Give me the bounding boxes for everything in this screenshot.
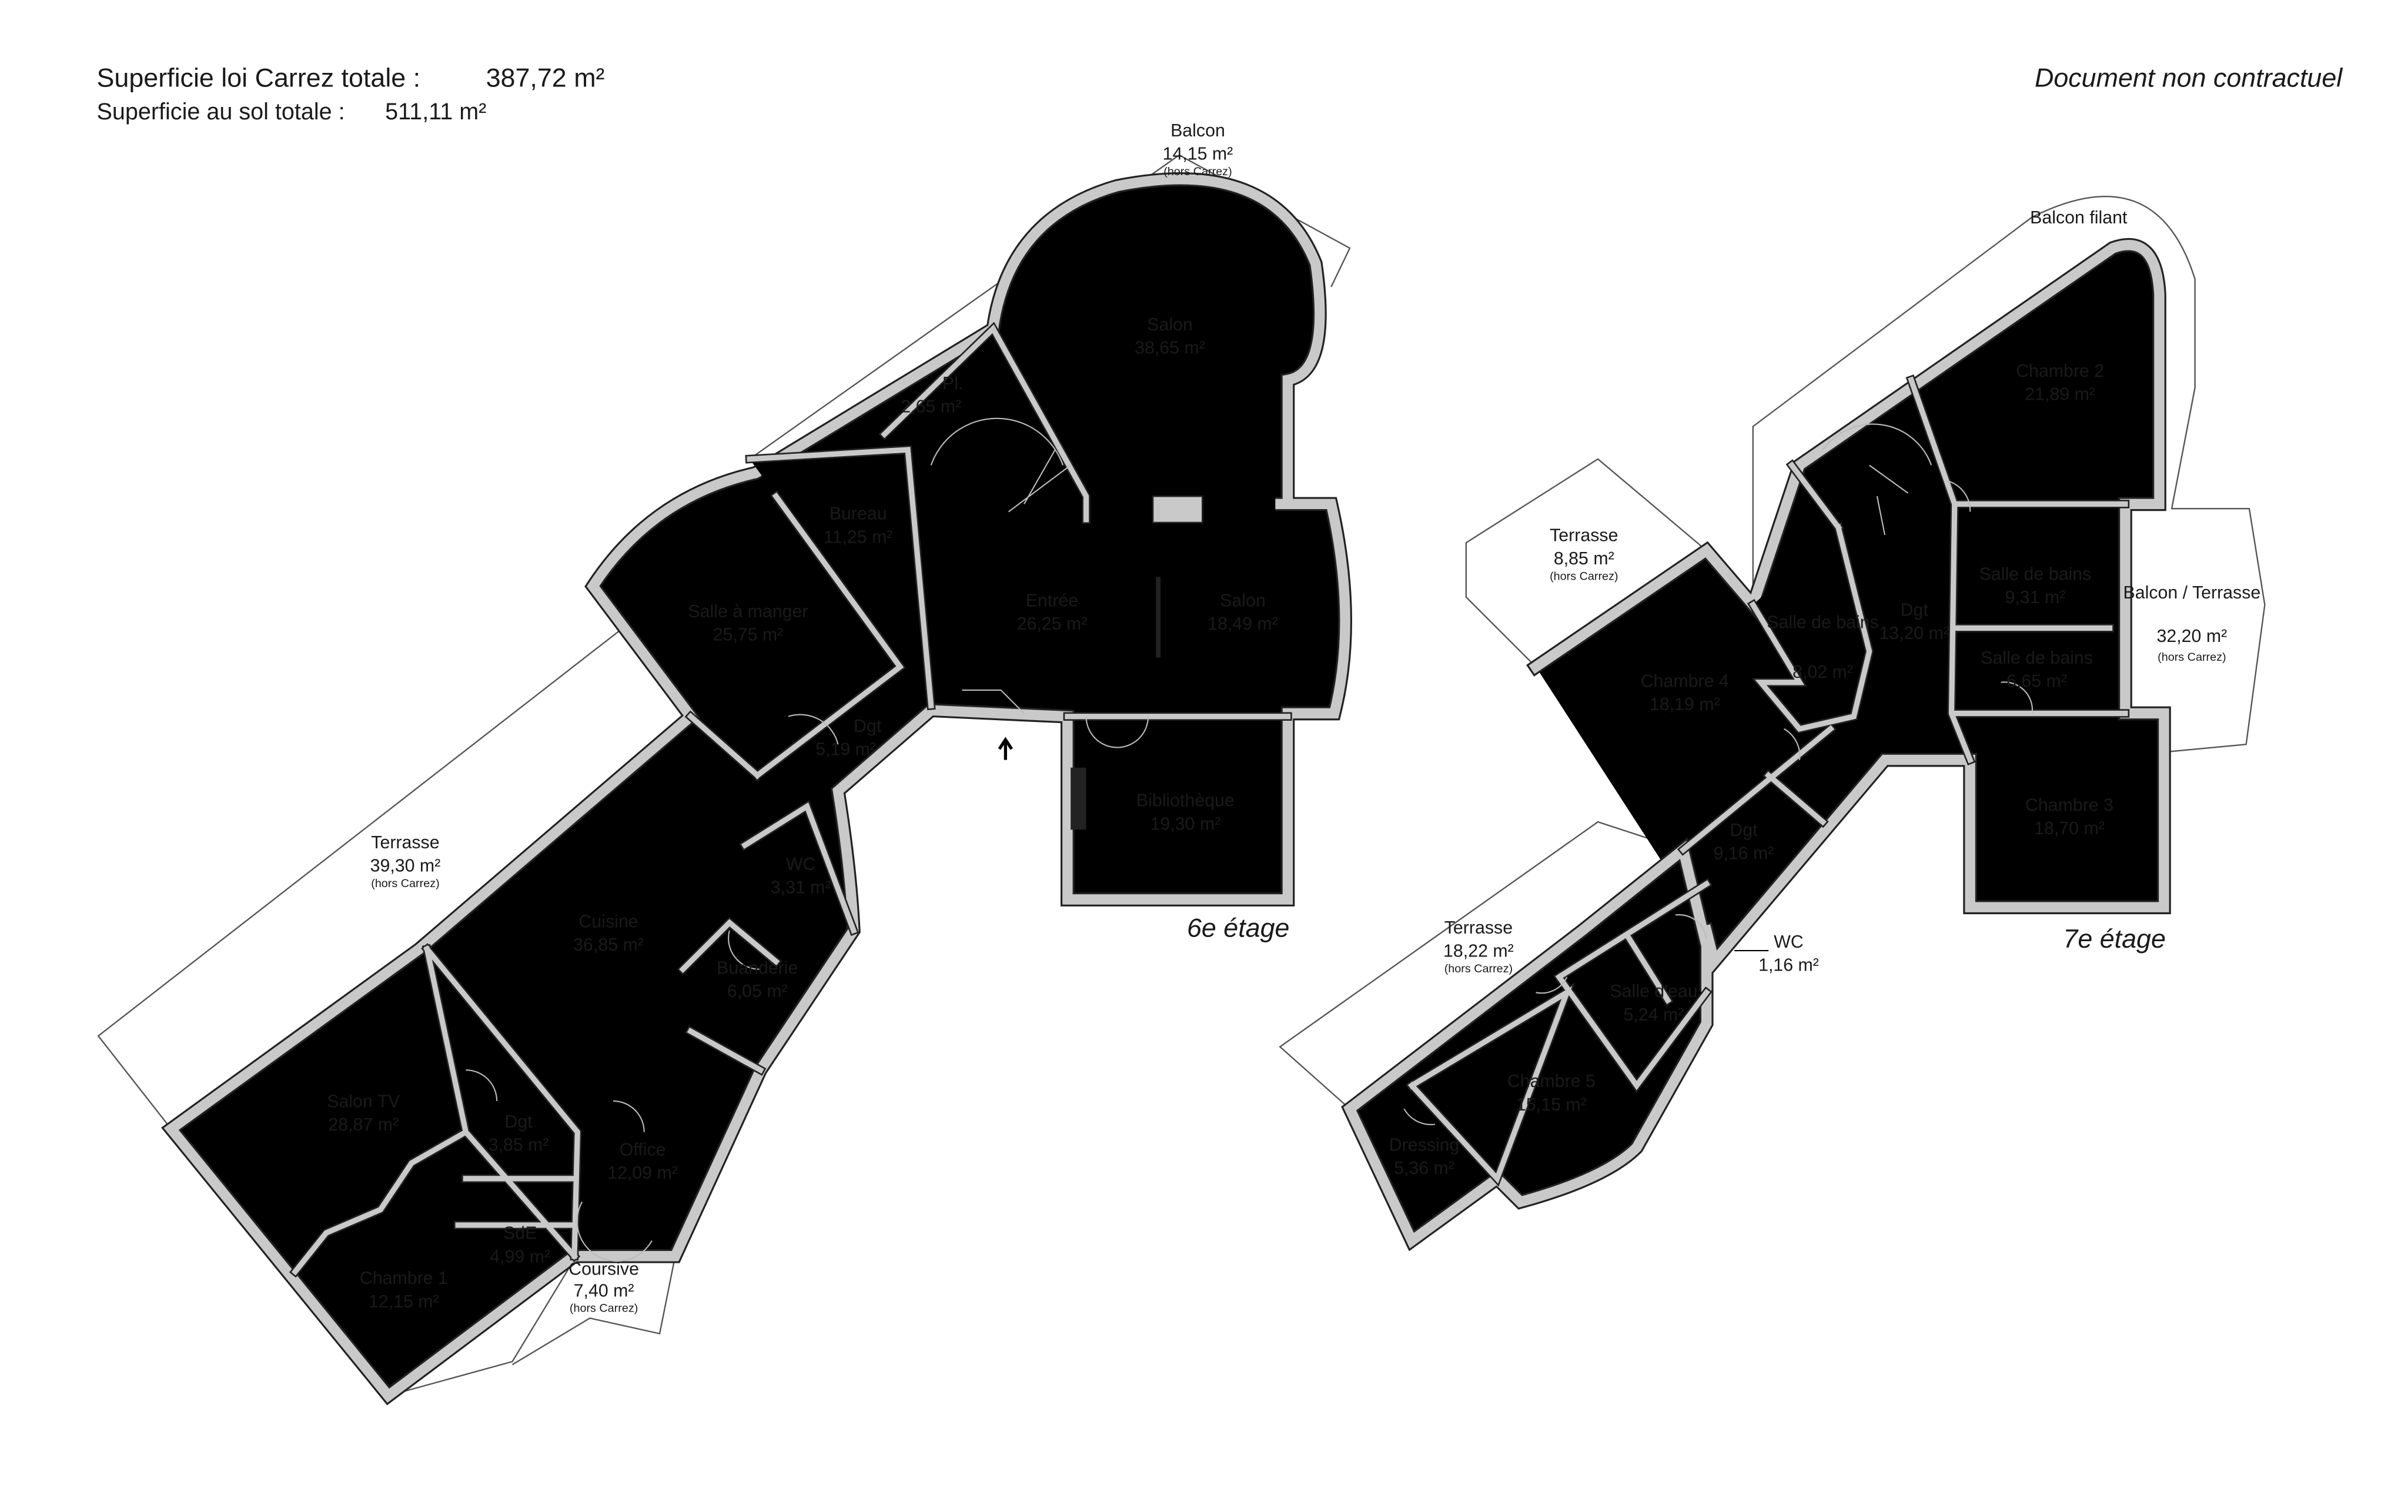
stair-arrow-icon (1875, 526, 1887, 541)
room-area: 26,25 m² (1017, 614, 1088, 634)
room-name: Chambre 2 (2016, 362, 2104, 381)
room-name: Chambre 5 (1507, 1072, 1596, 1091)
room-area: 12,15 m² (369, 1292, 439, 1312)
room-name: Salon TV (327, 1092, 400, 1111)
room-area: 28,87 m² (328, 1115, 399, 1135)
room-area: 36,85 m² (573, 935, 644, 955)
room-labels-6: Balcon 14,15 m² (hors Carrez) Salon 38,6… (327, 121, 1278, 1315)
coursive-outline (388, 1256, 676, 1397)
room-area: 18,22 m² (1443, 942, 1514, 961)
room-name: Salle à manger (688, 602, 808, 621)
terrasse-outline (1465, 458, 1707, 668)
room-name: WC (1774, 932, 1804, 952)
room-area: 25,75 m² (713, 625, 784, 644)
room-area: 5,19 m² (815, 740, 876, 760)
room-note: (hors Carrez) (1444, 962, 1513, 975)
room-name: SdE (503, 1224, 537, 1243)
room-area: 19,30 m² (1151, 814, 1221, 834)
fireplace (1071, 767, 1086, 830)
room-name: Coursive (568, 1259, 639, 1279)
room-name: Dgt (1901, 600, 1929, 620)
room-area: 1,16 m² (1758, 955, 1819, 975)
carrez-value: 387,72 m² (486, 63, 605, 93)
room-name: Bibliothèque (1136, 791, 1235, 811)
stair-arrow-icon (1042, 499, 1055, 509)
room-area: 7,40 m² (574, 1281, 634, 1300)
room-name: Salle d'eau (1610, 982, 1697, 1001)
floor-7-plan: 7e étage Balcon filant Chambre 2 21,89 m… (1279, 195, 2266, 1241)
room-area: 5,24 m² (1624, 1005, 1684, 1025)
room-name: WC (786, 855, 816, 874)
room-area: 15,15 m² (1516, 1095, 1587, 1115)
room-name: Balcon (1170, 121, 1225, 141)
room-name: Salle de bains (1979, 565, 2092, 584)
room-name: Chambre 4 (1641, 672, 1729, 691)
column (1152, 495, 1203, 524)
room-name: Terrasse (1444, 918, 1513, 938)
room-name: Buanderie (717, 959, 798, 978)
room-name: Chambre 1 (360, 1269, 448, 1288)
room-name: Dgt (854, 717, 882, 736)
room-area: 3,31 m² (771, 878, 831, 897)
room-note: (hors Carrez) (1550, 570, 1618, 583)
room-area: 9,31 m² (2005, 588, 2066, 607)
room-name: Balcon filant (2030, 208, 2128, 228)
room-name: Terrasse (1550, 526, 1618, 546)
room-area: 18,70 m² (2034, 819, 2105, 838)
room-area: 11,25 m² (824, 527, 892, 547)
room-name: Dgt (1730, 821, 1758, 840)
room-area: 4,99 m² (490, 1247, 550, 1266)
sol-value: 511,11 m² (385, 99, 486, 125)
room-name: Office (620, 1140, 666, 1159)
entrance-arrow-icon (998, 737, 1014, 760)
room-name: Dgt (504, 1112, 533, 1132)
room-name: Cuisine (578, 912, 638, 931)
room-note: (hors Carrez) (2158, 651, 2226, 664)
room-area: 2,65 m² (901, 397, 961, 417)
room-area: 8,85 m² (1554, 549, 1614, 568)
room-name: Pl. (942, 374, 963, 393)
room-area: 14,15 m² (1163, 145, 1233, 164)
room-area: 38,65 m² (1135, 338, 1205, 357)
balcon-outline (1752, 195, 2266, 753)
carrez-label: Superficie loi Carrez totale : (97, 63, 421, 93)
disclaimer: Document non contractuel (2035, 63, 2343, 93)
room-area: 21,89 m² (2025, 385, 2095, 404)
room-name: Salon (1147, 315, 1193, 334)
room-name: Dressing (1389, 1135, 1460, 1155)
walls-6 (171, 179, 1345, 1396)
floor-6-label: 6e étage (1187, 912, 1290, 942)
room-area: 8,02 m² (1792, 663, 1853, 682)
sol-label: Superficie au sol totale : (97, 99, 345, 125)
room-area: 5,36 m² (1394, 1159, 1454, 1178)
room-area: 18,49 m² (1208, 614, 1278, 634)
room-area: 39,30 m² (370, 857, 441, 876)
room-name: Terrasse (371, 833, 439, 852)
room-note: (hors Carrez) (371, 877, 439, 890)
room-name: Salle de bains (1767, 613, 1879, 632)
room-area: 32,20 m² (2157, 627, 2228, 646)
room-area: 9,16 m² (1714, 844, 1774, 863)
room-area: 12,09 m² (607, 1163, 678, 1183)
room-name: Salle de bains (1981, 648, 2093, 668)
room-area: 3,85 m² (489, 1135, 549, 1155)
room-area: 13,20 m² (1879, 624, 1949, 643)
room-name: Entrée (1026, 591, 1078, 610)
room-name: Salon (1220, 591, 1266, 610)
room-name: Balcon / Terrasse (2123, 583, 2260, 603)
room-labels-7: Balcon filant Chambre 2 21,89 m² Terrass… (1389, 208, 2261, 1178)
floor-7-label: 7e étage (2063, 924, 2166, 954)
room-area: 6,05 m² (727, 982, 788, 1001)
room-note: (hors Carrez) (1163, 165, 1232, 178)
floor-6-plan: 6e étage Balcon 14,15 m² (hors Carrez) S… (97, 121, 1350, 1397)
room-area: 18,19 m² (1650, 695, 1720, 714)
room-name: Chambre 3 (2025, 796, 2113, 815)
room-area: 6,65 m² (2006, 672, 2067, 691)
room-name: Bureau (830, 504, 887, 524)
terrasse-outline (1279, 821, 1684, 1110)
partition (1156, 577, 1161, 658)
room-note: (hors Carrez) (570, 1302, 638, 1315)
walls-7 (1350, 245, 2164, 1241)
